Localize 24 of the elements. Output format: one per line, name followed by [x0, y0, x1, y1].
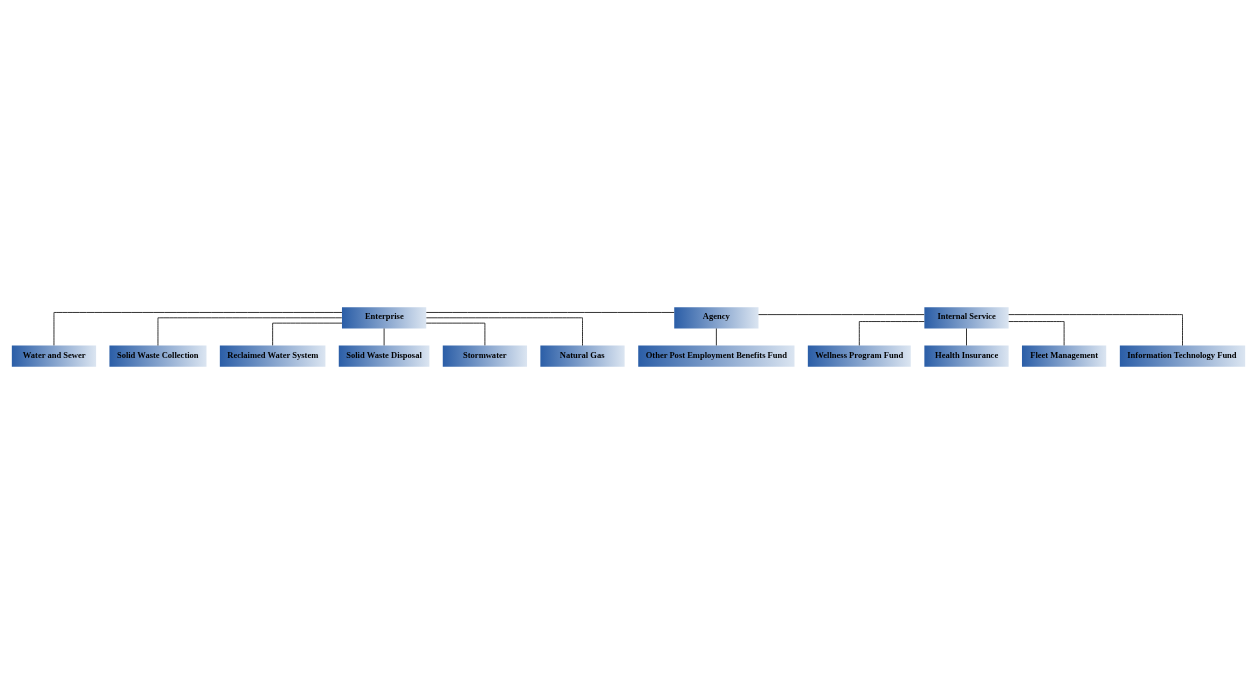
node-box: Natural Gas [540, 345, 625, 367]
connector [966, 327, 967, 346]
node-box: Other Post Employment Benefits Fund [638, 345, 795, 367]
node-box: Fleet Management [1021, 345, 1107, 367]
node-box: Information Technology Fund [1119, 345, 1246, 367]
node-box: Solid Waste Disposal [338, 345, 430, 367]
connector [272, 322, 343, 346]
connector [1008, 313, 1183, 346]
connector [758, 313, 925, 315]
connector [858, 320, 925, 346]
connector [1008, 320, 1065, 346]
node-box: Wellness Program Fund [807, 345, 911, 367]
connector [426, 316, 583, 346]
node-box: Enterprise [341, 306, 427, 328]
connector [715, 327, 717, 346]
connector [425, 311, 675, 313]
node-box: Health Insurance [924, 345, 1009, 367]
node-box: Solid Waste Collection [109, 345, 207, 367]
node-box: Stormwater [442, 345, 528, 367]
node-box: Agency [674, 306, 759, 328]
node-box: Water and Sewer [11, 345, 97, 367]
node-box: Internal Service [924, 306, 1009, 328]
connector [53, 311, 343, 346]
node-box: Reclaimed Water System [219, 345, 326, 367]
